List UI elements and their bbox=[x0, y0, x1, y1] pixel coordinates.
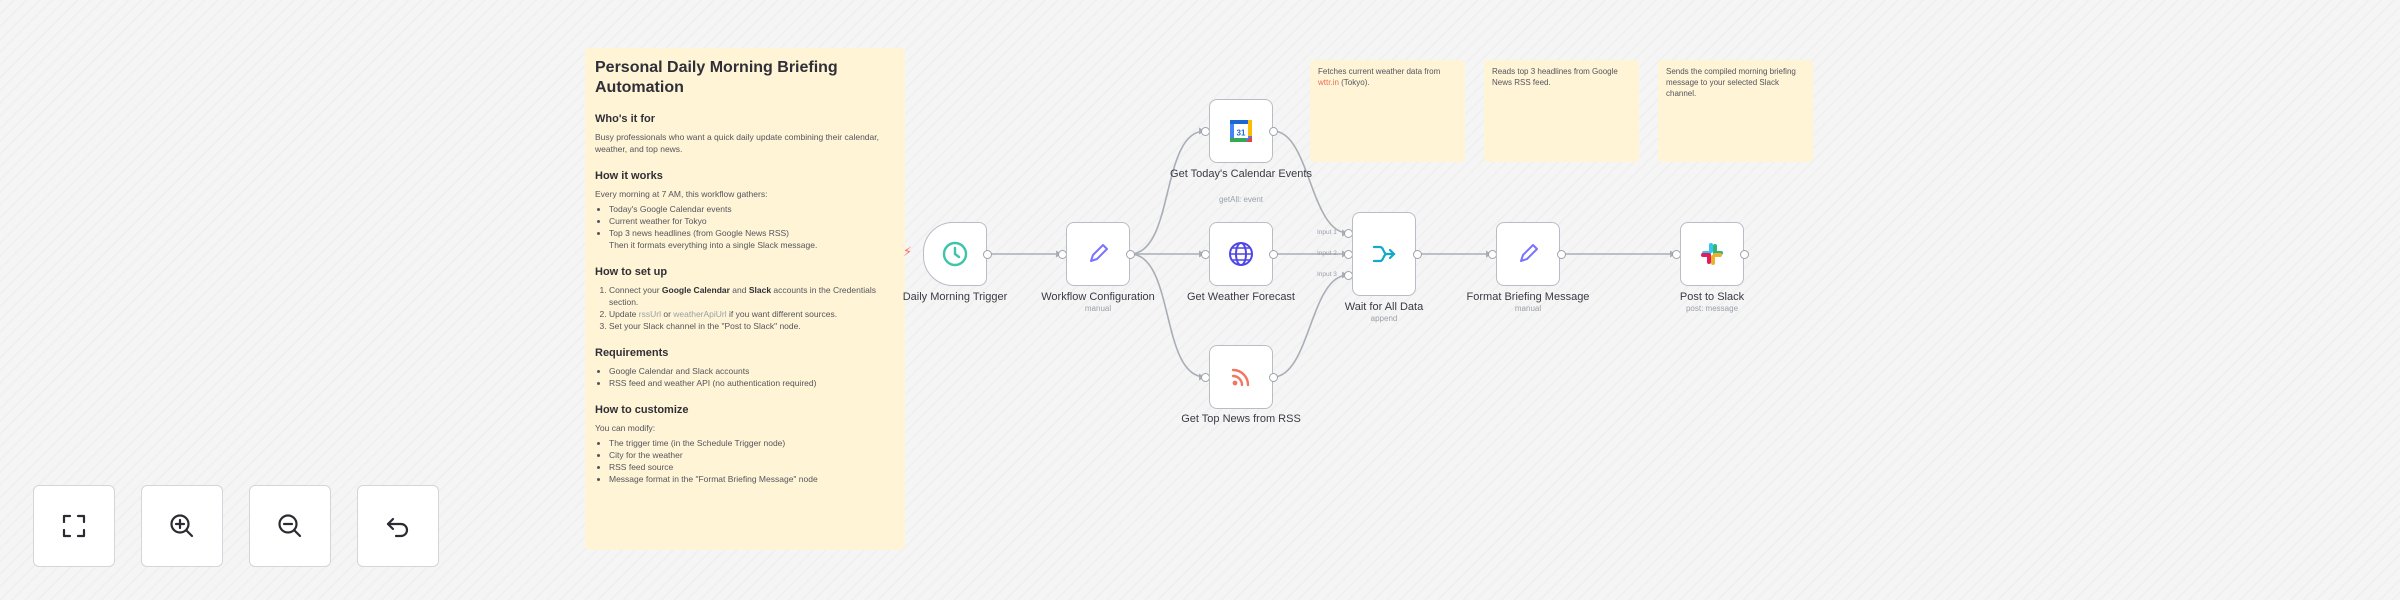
section-heading-whos-it-for: Who's it for bbox=[595, 113, 656, 125]
node-label: Post to Slack bbox=[1679, 291, 1745, 303]
output-port[interactable] bbox=[1269, 373, 1278, 382]
node-label: Workflow Configuration bbox=[1041, 291, 1155, 303]
trigger-bolt-icon: ⚡ bbox=[903, 244, 913, 259]
node-label: Wait for All Data bbox=[1344, 301, 1424, 313]
node-label: Get Today's Calendar Events bbox=[1170, 168, 1312, 180]
fit-view-button[interactable] bbox=[33, 485, 115, 567]
node-subtitle: manual bbox=[1084, 304, 1112, 313]
list-item: Connect your Google Calendar and Slack a… bbox=[609, 284, 895, 308]
sticky-note-overview[interactable]: Personal Daily Morning Briefing Automati… bbox=[585, 48, 905, 550]
node-get-top-news[interactable] bbox=[1209, 345, 1273, 409]
sticky-note-weather[interactable]: Fetches current weather data from wttr.i… bbox=[1310, 60, 1465, 162]
node-label: Get Top News from RSS bbox=[1181, 413, 1301, 425]
list-item: RSS feed source bbox=[609, 461, 895, 473]
list-item-note: Then it formats everything into a single… bbox=[609, 240, 818, 250]
output-port[interactable] bbox=[1740, 250, 1749, 259]
pencil-icon bbox=[1090, 244, 1108, 262]
zoom-in-button[interactable] bbox=[141, 485, 223, 567]
reset-zoom-button[interactable] bbox=[357, 485, 439, 567]
list-item: Message format in the "Format Briefing M… bbox=[609, 473, 895, 485]
node-subtitle: append bbox=[1370, 314, 1398, 323]
sticky-title: Personal Daily Morning Briefing Automati… bbox=[595, 59, 838, 96]
output-port[interactable] bbox=[1557, 250, 1566, 259]
section-heading-requirements: Requirements bbox=[595, 347, 669, 359]
output-port[interactable] bbox=[1269, 127, 1278, 136]
node-daily-morning-trigger[interactable] bbox=[923, 222, 987, 286]
node-label: Daily Morning Trigger bbox=[902, 291, 1008, 303]
list-item: City for the weather bbox=[609, 449, 895, 461]
clock-icon bbox=[942, 241, 968, 267]
node-get-weather-forecast[interactable] bbox=[1209, 222, 1273, 286]
how-it-works-list: Today's Google Calendar events Current w… bbox=[595, 203, 895, 251]
section-heading-how-it-works: How it works bbox=[595, 170, 663, 182]
rss-icon bbox=[1231, 368, 1250, 387]
section-text: You can modify: bbox=[595, 423, 656, 433]
weather-source-link[interactable]: wttr.in bbox=[1318, 78, 1339, 87]
merge-icon bbox=[1372, 245, 1396, 263]
list-item: Today's Google Calendar events bbox=[609, 203, 895, 215]
setup-steps: Connect your Google Calendar and Slack a… bbox=[595, 284, 895, 332]
input-label: Input 1 bbox=[1317, 229, 1337, 236]
output-port[interactable] bbox=[1126, 250, 1135, 259]
node-post-to-slack[interactable] bbox=[1680, 222, 1744, 286]
node-get-calendar-events[interactable]: 31 bbox=[1209, 99, 1273, 163]
list-item: Current weather for Tokyo bbox=[609, 215, 895, 227]
pencil-icon bbox=[1520, 244, 1538, 262]
wire-news-merge bbox=[1272, 274, 1349, 378]
zoom-out-button[interactable] bbox=[249, 485, 331, 567]
svg-text:31: 31 bbox=[1237, 129, 1246, 138]
wire-config-calendar bbox=[1129, 130, 1206, 255]
node-wait-for-all-data[interactable] bbox=[1352, 212, 1416, 296]
section-text: Every morning at 7 AM, this workflow gat… bbox=[595, 189, 768, 199]
list-item: RSS feed and weather API (no authenticat… bbox=[609, 377, 895, 389]
sticky-note-news[interactable]: Reads top 3 headlines from Google News R… bbox=[1484, 60, 1639, 162]
slack-icon bbox=[1701, 243, 1723, 265]
google-calendar-icon: 31 bbox=[1230, 120, 1252, 142]
section-heading-how-to-customize: How to customize bbox=[595, 404, 689, 416]
list-item: Set your Slack channel in the "Post to S… bbox=[609, 320, 895, 332]
zoom-in-icon bbox=[170, 514, 194, 538]
fullscreen-icon bbox=[62, 514, 86, 538]
section-heading-how-to-set-up: How to set up bbox=[595, 266, 668, 278]
wire-config-news bbox=[1129, 253, 1206, 378]
globe-icon bbox=[1229, 242, 1253, 266]
node-format-briefing-message[interactable] bbox=[1496, 222, 1560, 286]
undo-icon bbox=[386, 517, 409, 538]
customize-list: The trigger time (in the Schedule Trigge… bbox=[595, 437, 895, 485]
output-port[interactable] bbox=[983, 250, 992, 259]
node-subtitle: manual bbox=[1514, 304, 1542, 313]
node-workflow-configuration[interactable] bbox=[1066, 222, 1130, 286]
zoom-out-icon bbox=[278, 514, 302, 538]
list-item: The trigger time (in the Schedule Trigge… bbox=[609, 437, 895, 449]
requirements-list: Google Calendar and Slack accounts RSS f… bbox=[595, 365, 895, 389]
section-text: Busy professionals who want a quick dail… bbox=[595, 132, 879, 154]
input-label: Input 3 bbox=[1317, 271, 1337, 278]
wire-calendar-merge bbox=[1272, 130, 1349, 234]
output-port[interactable] bbox=[1413, 250, 1422, 259]
list-item: Google Calendar and Slack accounts bbox=[609, 365, 895, 377]
list-item: Update rssUrl or weatherApiUrl if you wa… bbox=[609, 308, 895, 320]
node-label: Get Weather Forecast bbox=[1186, 291, 1295, 303]
sticky-note-slack[interactable]: Sends the compiled morning briefing mess… bbox=[1658, 60, 1813, 162]
node-subtitle: post: message bbox=[1685, 304, 1739, 313]
node-label: Format Briefing Message bbox=[1466, 291, 1590, 303]
list-item: Top 3 news headlines (from Google News R… bbox=[609, 227, 895, 251]
input-label: Input 2 bbox=[1317, 250, 1337, 257]
node-subtitle: getAll: event bbox=[1218, 195, 1264, 204]
output-port[interactable] bbox=[1269, 250, 1278, 259]
